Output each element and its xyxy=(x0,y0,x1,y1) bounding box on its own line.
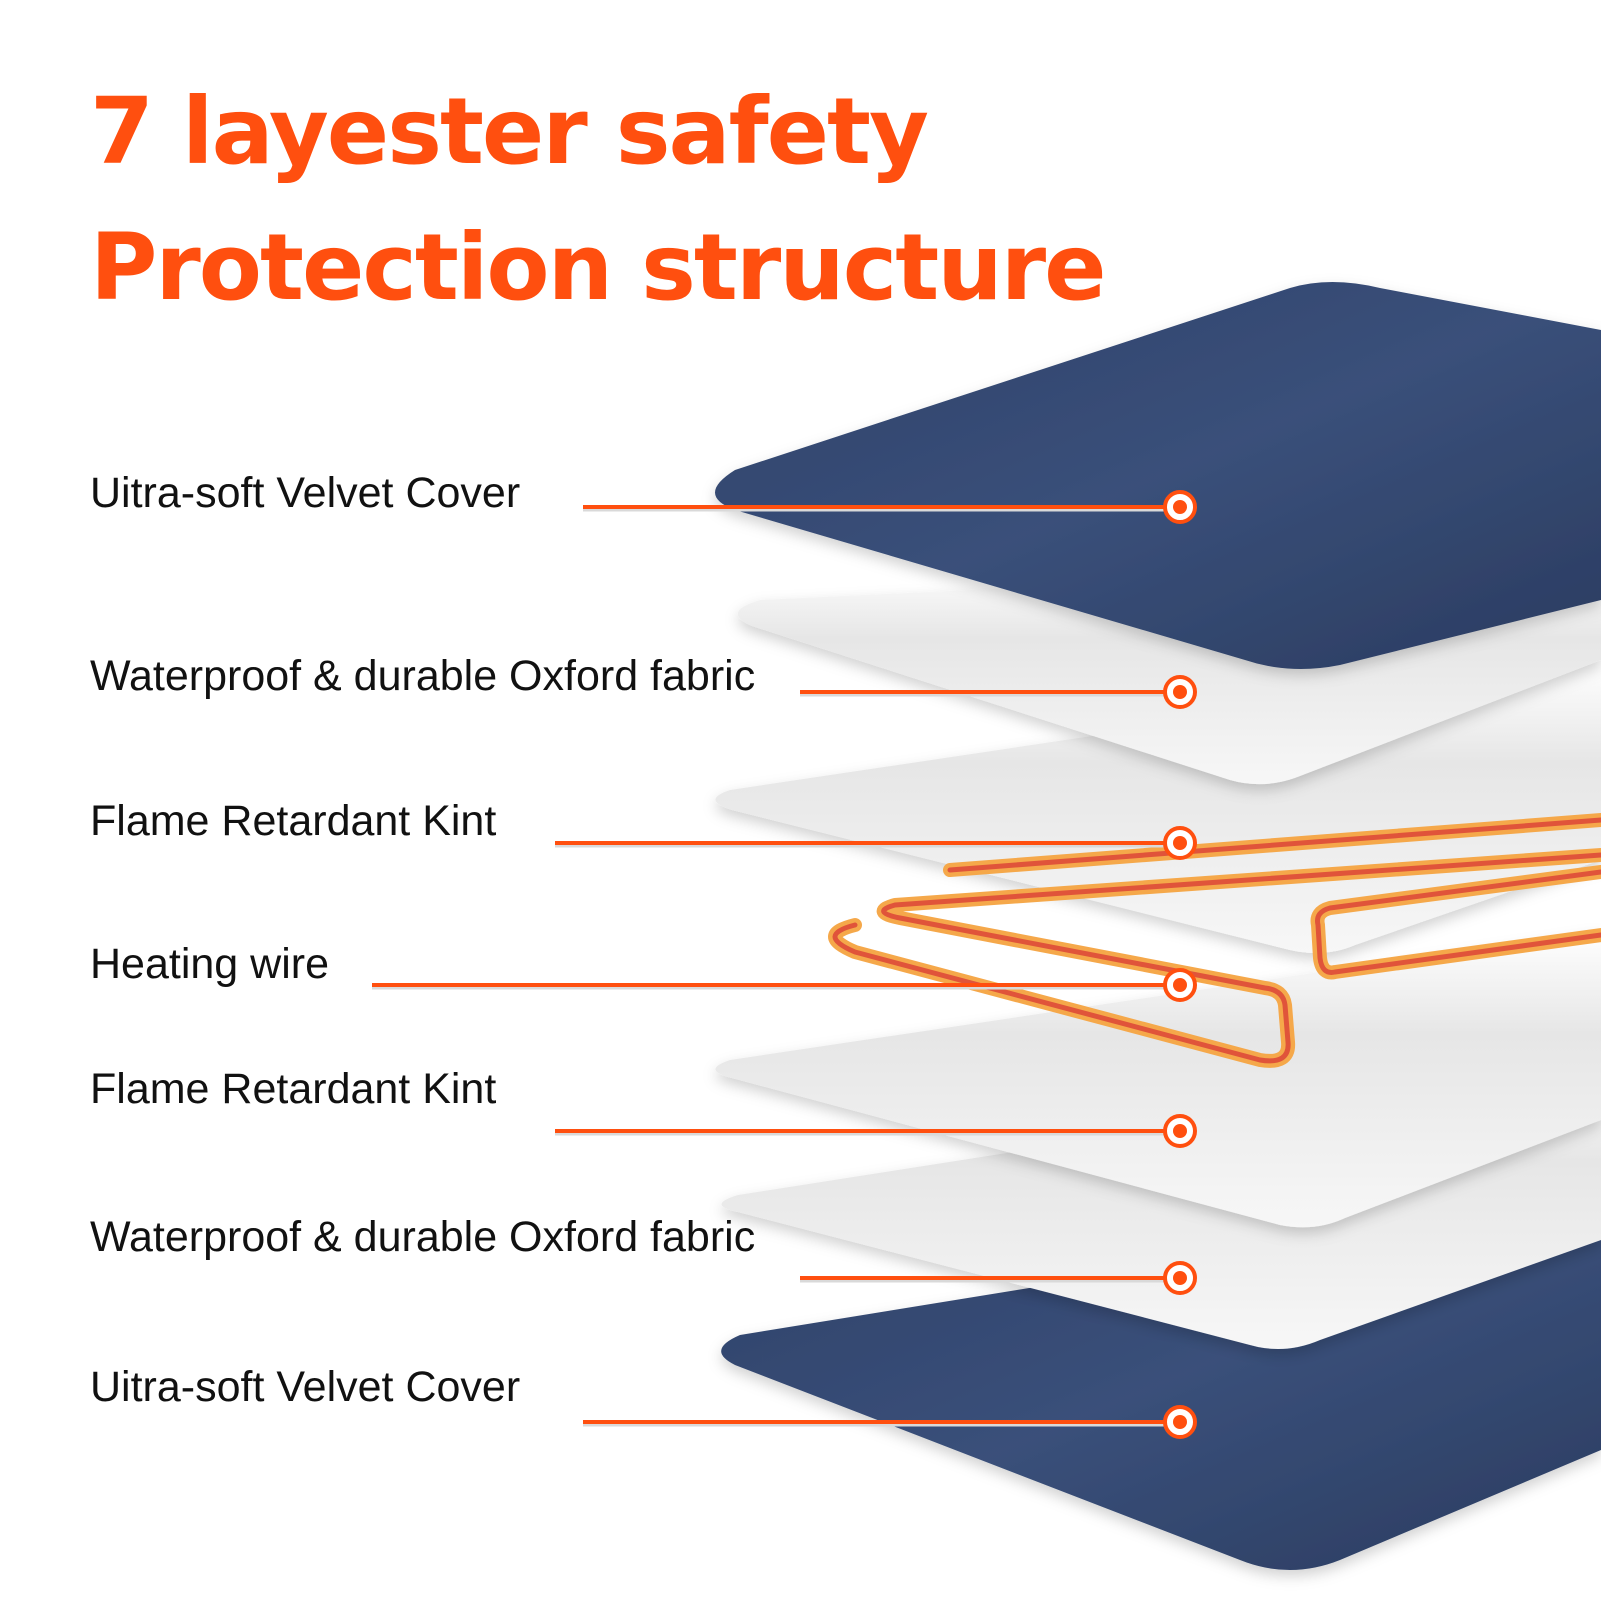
layer-label-6: Waterproof & durable Oxford fabric xyxy=(90,1213,756,1261)
layer-velvet-top xyxy=(715,282,1601,669)
leader-dot-4 xyxy=(1173,978,1187,992)
leader-line-4 xyxy=(372,968,1197,1002)
layer-knit-bottom xyxy=(715,930,1601,1228)
leader-line-3 xyxy=(555,826,1197,860)
title-line-2: Protection structure xyxy=(90,214,1107,321)
title-line-1: 7 layester safety xyxy=(90,78,929,185)
leader-line-2 xyxy=(800,675,1197,709)
layer-label-7: Uitra-soft Velvet Cover xyxy=(90,1363,521,1411)
layer-label-4: Heating wire xyxy=(90,940,329,988)
layer-label-1: Uitra-soft Velvet Cover xyxy=(90,469,521,517)
leader-dot-2 xyxy=(1173,685,1187,699)
leader-line-7 xyxy=(583,1405,1197,1439)
leader-dot-3 xyxy=(1173,836,1187,850)
heating-wire xyxy=(828,813,1601,1068)
layer-label-3: Flame Retardant Kint xyxy=(90,797,497,845)
leader-dot-6 xyxy=(1173,1271,1187,1285)
leader-line-5 xyxy=(555,1114,1197,1148)
layer-label-5: Flame Retardant Kint xyxy=(90,1065,497,1113)
leader-dot-7 xyxy=(1173,1415,1187,1429)
leader-line-1 xyxy=(583,490,1197,524)
leader-dot-5 xyxy=(1173,1124,1187,1138)
leader-line-6 xyxy=(800,1261,1197,1295)
layer-label-2: Waterproof & durable Oxford fabric xyxy=(90,652,756,700)
leader-dot-1 xyxy=(1173,500,1187,514)
